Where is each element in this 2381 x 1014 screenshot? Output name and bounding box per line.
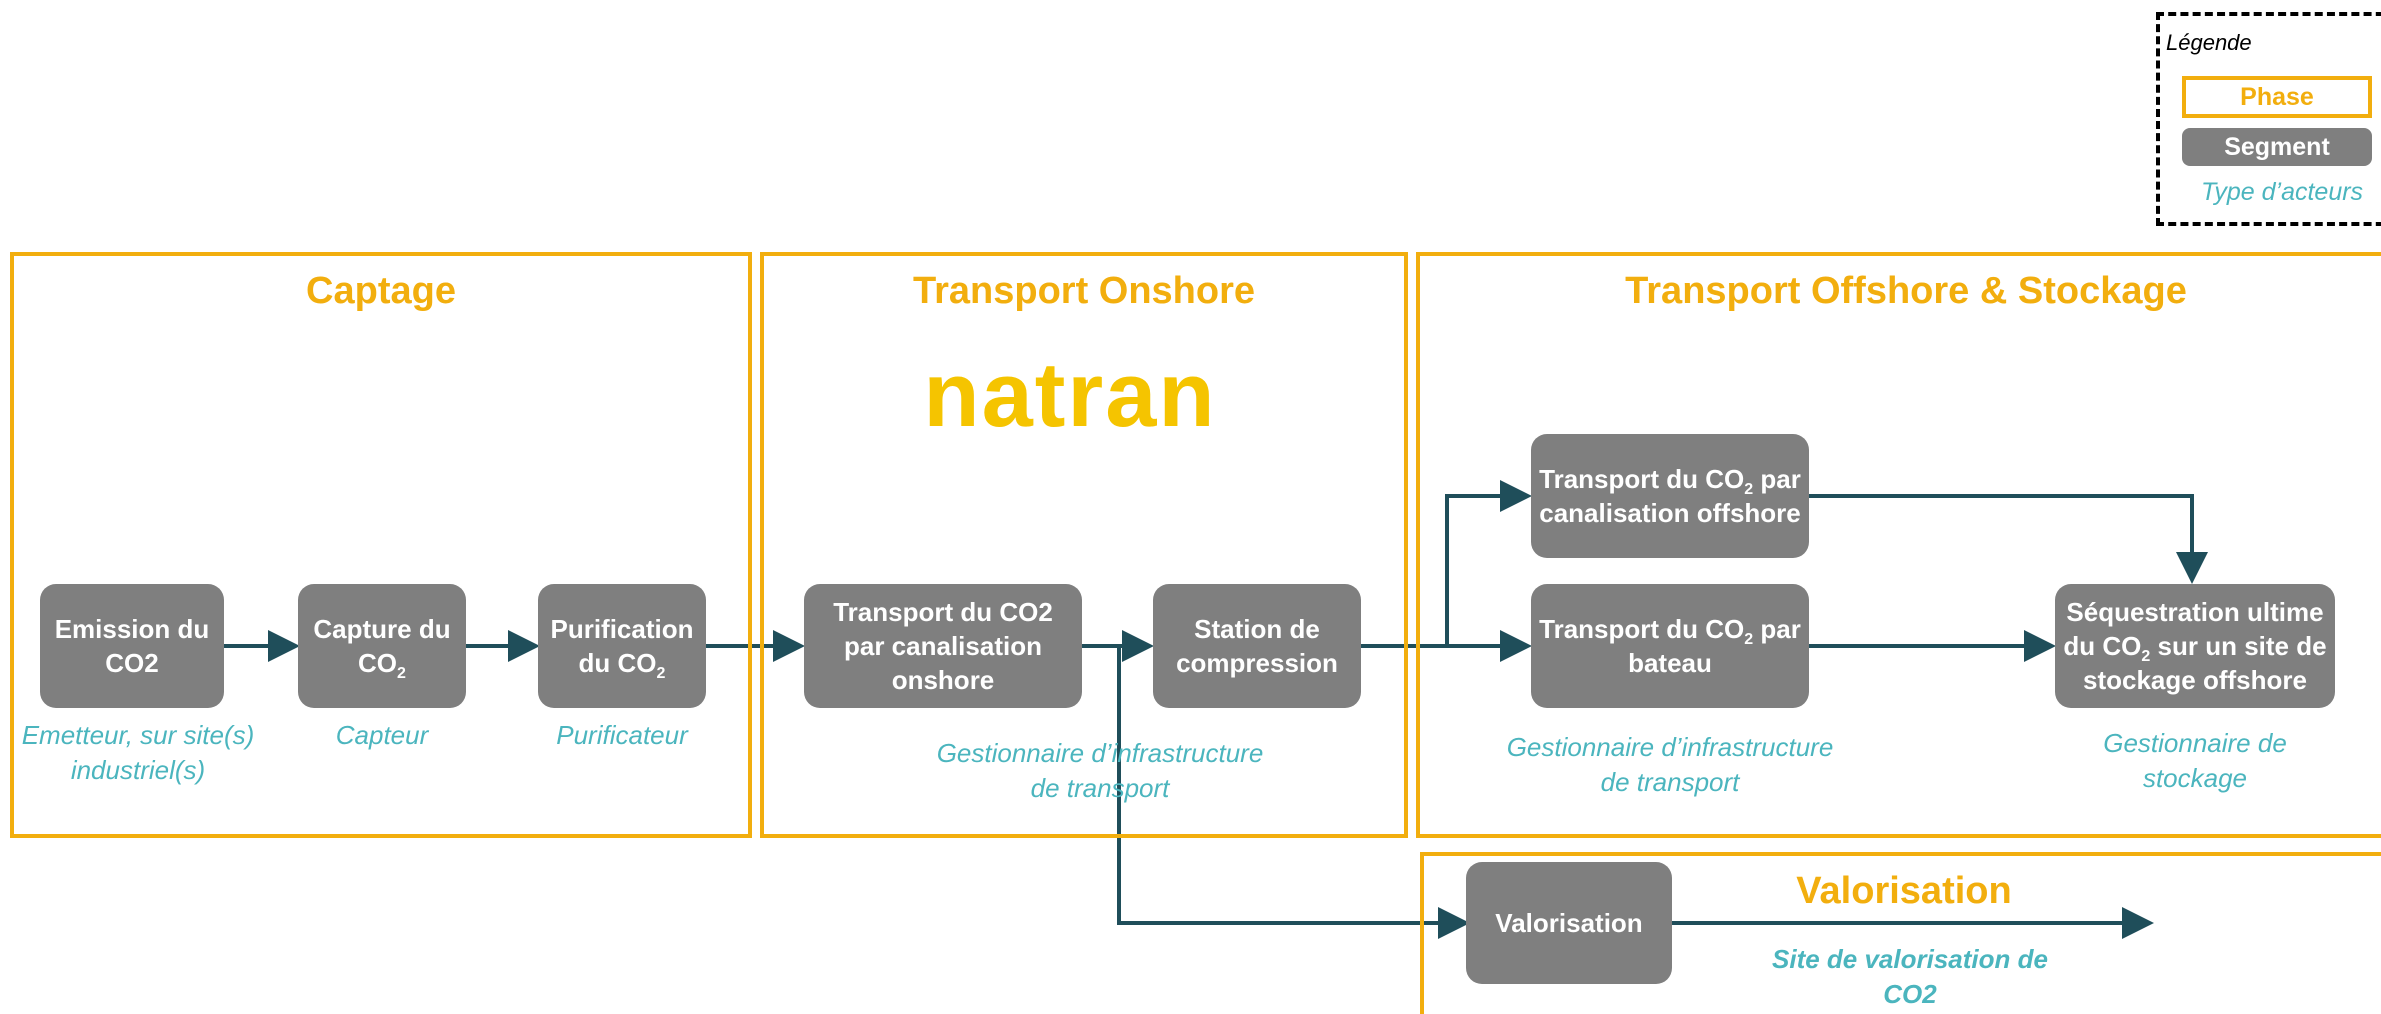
actor-site-valorisation-line2: CO2 — [1883, 979, 1937, 1009]
segment-capture-line2: CO — [358, 648, 398, 678]
legend-phase: Phase — [2182, 76, 2372, 118]
segment-bateau-line1-post: par — [1753, 614, 1801, 644]
actor-site-valorisation-line1: Site de valorisation de — [1772, 944, 2048, 974]
arrow-to-valorisation — [1117, 646, 1470, 939]
segment-bateau: Transport du CO2 par bateau — [1531, 584, 1809, 708]
actor-gestionnaire-onshore-line2: de transport — [1030, 773, 1170, 803]
segment-sequestration-line2: du CO — [2063, 631, 2142, 661]
segment-sequestration-line3: stockage offshore — [2083, 665, 2307, 695]
segment-bateau-line2: bateau — [1628, 648, 1712, 678]
actor-gestionnaire-stockage: Gestionnaire de stockage — [2065, 726, 2325, 796]
phase-title-offshore: Transport Offshore & Stockage — [1625, 270, 2187, 312]
segment-sequestration-sub: 2 — [2141, 648, 2151, 666]
segment-canalisation-offshore-sub: 2 — [1744, 481, 1754, 499]
legend-segment: Segment — [2182, 128, 2372, 166]
segment-canalisation-onshore-line2: par canalisation — [844, 631, 1042, 661]
natran-logo: natran — [923, 348, 1216, 446]
segment-valorisation: Valorisation — [1466, 862, 1672, 984]
segment-sequestration: Séquestration ultime du CO2 sur un site … — [2055, 584, 2335, 708]
actor-purificateur: Purificateur — [556, 720, 688, 750]
segment-compression-line1: Station de — [1194, 614, 1320, 644]
segment-canalisation-offshore-line1: Transport du CO — [1539, 464, 1745, 494]
actor-site-valorisation: Site de valorisation de CO2 — [1750, 942, 2070, 1012]
segment-compression: Station de compression — [1153, 584, 1361, 708]
segment-emission-line2: CO2 — [105, 648, 159, 678]
legend: Légende Phase Segment Type d’acteurs — [2156, 12, 2381, 226]
actor-emetteur-line2: industriel(s) — [70, 755, 206, 785]
actor-emetteur: Emetteur, sur site(s) industriel(s) — [0, 718, 276, 788]
actor-gestionnaire-stockage-line2: stockage — [2142, 763, 2248, 793]
arrow-compression-canalisation-offshore — [1445, 480, 1532, 646]
segment-purification-line2: du CO — [578, 648, 657, 678]
segment-bateau-sub: 2 — [1744, 631, 1754, 649]
segment-sequestration-line1: Séquestration ultime — [2066, 597, 2324, 627]
segment-capture-line1: Capture du — [313, 614, 451, 644]
actor-emetteur-line1: Emetteur, sur site(s) — [21, 720, 255, 750]
legend-actor-type: Type d’acteurs — [2200, 178, 2364, 206]
segment-purification-sub: 2 — [656, 665, 666, 683]
segment-bateau-line1: Transport du CO — [1539, 614, 1745, 644]
segment-canalisation-onshore-line3: onshore — [891, 665, 995, 695]
actor-gestionnaire-offshore-line1: Gestionnaire d’infrastructure — [1506, 732, 1834, 762]
actor-gestionnaire-offshore: Gestionnaire d’infrastructure de transpo… — [1460, 730, 1880, 800]
natran-logo-text: natran — [923, 348, 1216, 446]
phase-transport-offshore: Transport Offshore & Stockage — [1416, 252, 2381, 838]
phase-title-valorisation: Valorisation — [1796, 870, 2012, 912]
legend-title: Légende — [2166, 30, 2252, 55]
actor-capteur: Capteur — [335, 720, 429, 750]
actor-gestionnaire-stockage-line1: Gestionnaire de — [2103, 728, 2287, 758]
segment-capture-sub: 2 — [397, 665, 406, 683]
segment-valorisation-line1: Valorisation — [1495, 908, 1643, 938]
segment-canalisation-offshore: Transport du CO2 par canalisation offsho… — [1531, 434, 1809, 558]
segment-canalisation-offshore-line1-post: par — [1753, 464, 1801, 494]
actor-gestionnaire-offshore-line2: de transport — [1600, 767, 1740, 797]
segment-emission-line1: Emission du — [54, 614, 210, 644]
segment-emission: Emission du CO2 — [40, 584, 224, 708]
phase-title-captage: Captage — [306, 270, 456, 312]
segment-canalisation-onshore-line1: Transport du CO2 — [833, 597, 1053, 627]
segment-canalisation-offshore-line2: canalisation offshore — [1539, 498, 1801, 528]
segment-canalisation-onshore: Transport du CO2 par canalisation onshor… — [804, 584, 1082, 708]
phase-valorisation: Valorisation — [1420, 852, 2381, 1014]
segment-purification: Purification du CO2 — [538, 584, 706, 708]
phase-transport-onshore: Transport Onshore — [760, 252, 1408, 838]
actor-gestionnaire-onshore: Gestionnaire d’infrastructure de transpo… — [900, 736, 1300, 806]
arrow-canalisation-sequestration — [1808, 494, 2208, 584]
segment-capture: Capture du CO2 — [298, 584, 466, 708]
phase-title-onshore: Transport Onshore — [912, 270, 1256, 312]
phase-captage: Captage — [10, 252, 752, 838]
segment-sequestration-line2-post: sur un site de — [2150, 631, 2327, 661]
actor-gestionnaire-onshore-line1: Gestionnaire d’infrastructure — [936, 738, 1264, 768]
segment-purification-line1: Purification — [550, 614, 694, 644]
segment-compression-line2: compression — [1176, 648, 1338, 678]
